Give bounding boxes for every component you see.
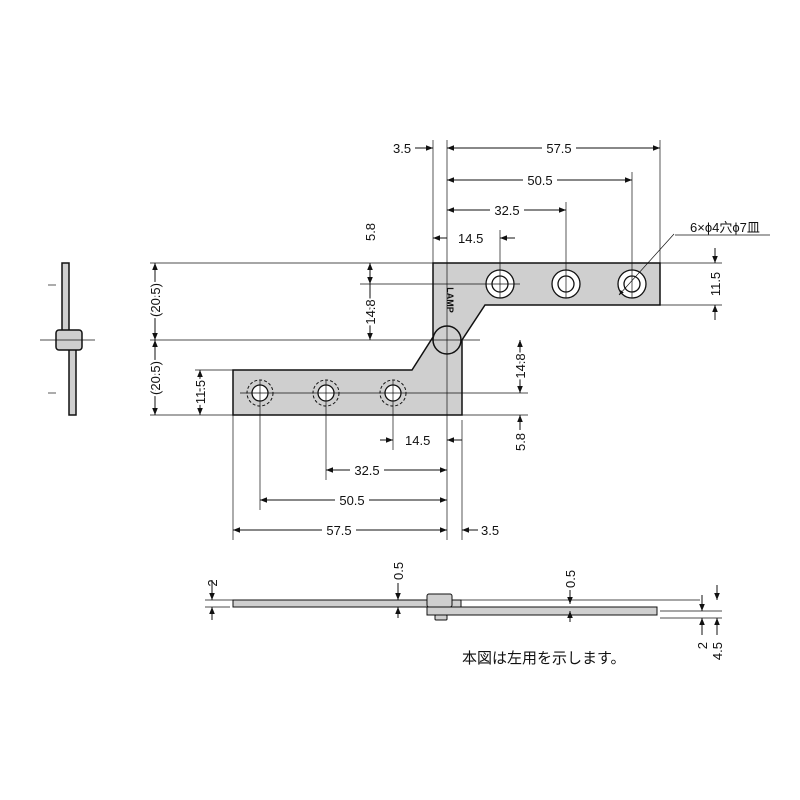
svg-text:3.5: 3.5 — [481, 523, 499, 538]
svg-text:57.5: 57.5 — [326, 523, 351, 538]
caption: 本図は左用を示します。 — [462, 650, 626, 667]
svg-text:(20.5): (20.5) — [148, 361, 163, 395]
hinge-plate: LAMP — [232, 262, 661, 416]
dimension-labels: 57.5 3.5 50.5 32.5 14.5 6×ϕ4穴ϕ7皿 5.8 14.… — [146, 140, 760, 538]
svg-text:32.5: 32.5 — [494, 203, 519, 218]
svg-text:14.8: 14.8 — [363, 299, 378, 324]
bottom-side-view: 2 0.5 0.5 2 4.5 — [205, 562, 725, 660]
svg-text:50.5: 50.5 — [527, 173, 552, 188]
svg-text:11.5: 11.5 — [193, 380, 208, 404]
svg-text:5.8: 5.8 — [513, 433, 528, 451]
svg-text:32.5: 32.5 — [354, 463, 379, 478]
svg-text:5.8: 5.8 — [363, 223, 378, 241]
svg-text:14.5: 14.5 — [405, 433, 430, 448]
svg-text:57.5: 57.5 — [546, 141, 571, 156]
svg-text:0.5: 0.5 — [563, 570, 578, 588]
svg-text:3.5: 3.5 — [393, 141, 411, 156]
left-side-view — [40, 262, 95, 416]
extension-lines — [150, 140, 770, 540]
svg-text:2: 2 — [695, 642, 710, 649]
svg-text:14.5: 14.5 — [458, 231, 483, 246]
svg-text:(20.5): (20.5) — [148, 283, 163, 317]
svg-text:11.5: 11.5 — [708, 272, 723, 296]
hole-note: 6×ϕ4穴ϕ7皿 — [690, 220, 760, 235]
svg-text:4.5: 4.5 — [710, 642, 725, 660]
svg-text:0.5: 0.5 — [391, 562, 406, 580]
svg-text:50.5: 50.5 — [339, 493, 364, 508]
brand-mark: LAMP — [445, 287, 455, 313]
svg-text:14.8: 14.8 — [513, 353, 528, 378]
svg-text:2: 2 — [205, 579, 220, 586]
